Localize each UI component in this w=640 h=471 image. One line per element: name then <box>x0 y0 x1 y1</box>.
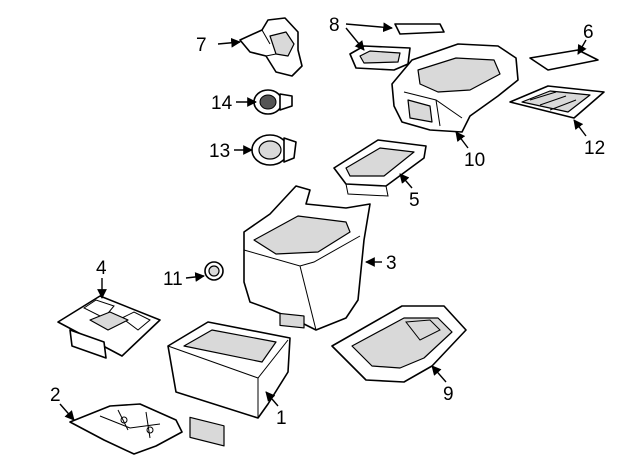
part-13-bezel-ring <box>251 134 297 166</box>
callout-3: 3 <box>386 253 397 274</box>
part-7-cup-holder-insert <box>239 17 303 77</box>
callout-5: 5 <box>409 190 420 211</box>
part-6-pad <box>529 49 599 71</box>
callout-11: 11 <box>163 269 183 290</box>
callout-14: 14 <box>211 93 233 114</box>
callout-2: 2 <box>50 385 61 406</box>
callout-13: 13 <box>209 141 230 162</box>
part-14-power-outlet <box>253 89 293 115</box>
callout-leaders <box>59 22 587 421</box>
callout-labels: 7 8 6 14 13 10 12 5 3 11 4 1 2 9 <box>50 15 605 429</box>
part-12-tray-insert <box>509 85 605 119</box>
callout-6: 6 <box>583 22 594 43</box>
callout-7: 7 <box>196 35 207 56</box>
part-4-bracket <box>57 295 161 359</box>
callout-8: 8 <box>329 15 340 36</box>
part-9-trim-ring <box>331 305 467 383</box>
callout-9: 9 <box>443 384 454 405</box>
part-11-plug <box>204 261 224 281</box>
part-2-mounting-plate <box>69 403 183 455</box>
part-5-storage-tray <box>333 139 427 197</box>
callout-12: 12 <box>584 138 605 159</box>
part-3-console-body <box>243 185 371 331</box>
part-10-console-lid <box>391 43 519 133</box>
part-1-base <box>167 321 291 447</box>
callout-10: 10 <box>464 150 485 171</box>
callout-1: 1 <box>276 408 287 429</box>
part-8-bezels <box>349 23 445 71</box>
callout-4: 4 <box>96 258 107 279</box>
